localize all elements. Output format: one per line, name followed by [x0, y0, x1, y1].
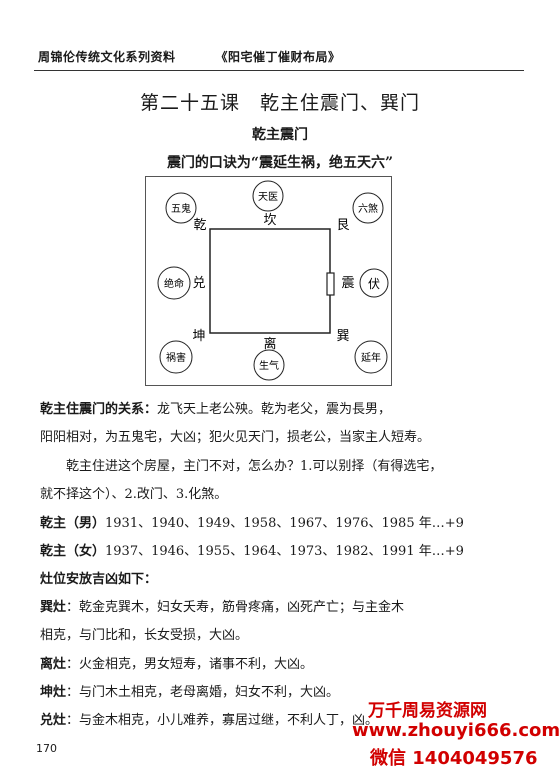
stove-kun-text: ：与门木土相克，老母离婚，妇女不利，大凶。: [66, 685, 340, 700]
watermark-contact: 微信 1404049576: [370, 748, 538, 769]
female-years: 1937、1946、1955、1964、1973、1982、1991 年…+9: [105, 544, 464, 559]
label-liusha: 六煞: [358, 202, 378, 215]
diagram-svg: 天医 五鬼 六煞 绝命 伏 祸害 生气 延年 乾: [157, 180, 389, 381]
remedy-line-2: 就不择这个）、2.改门、3.化煞。: [40, 487, 228, 502]
label-wugui: 五鬼: [171, 202, 191, 215]
dir-xun: 巽: [336, 329, 349, 344]
stove-heading: 灶位安放吉凶如下：: [40, 572, 158, 587]
circle-liusha: 六煞: [352, 192, 384, 224]
running-header: 周锦伦传统文化系列资料 《阳宅催丁催财布局》: [38, 48, 341, 65]
dir-zhen: 震: [341, 276, 354, 291]
female-years-line: 乾主（女）1937、1946、1955、1964、1973、1982、1991 …: [40, 538, 530, 566]
label-tianyi: 天医: [258, 191, 278, 203]
section-title: 乾主震门: [252, 127, 308, 143]
stove-dui-line: 兑灶：与金木相克，小儿难养，寡居过继，不利人丁，凶。: [40, 707, 530, 735]
house-outline: [209, 228, 331, 334]
circle-huohai: 祸害: [159, 340, 193, 374]
stove-xun-line-1: 巽灶：乾金克巽木，妇女夭寿，筋骨疼痛，凶死产亡；与主金木: [40, 594, 530, 622]
circle-wugui: 五鬼: [165, 192, 197, 224]
stove-li-line: 离灶：火金相克，男女短寿，诸事不利，大凶。: [40, 651, 530, 679]
stove-li-label: 离灶: [40, 657, 67, 672]
motto: 震门的口诀为“震延生祸，绝五天六”: [166, 155, 394, 171]
circle-shengqi: 生气: [253, 349, 285, 381]
label-jueming: 绝命: [164, 277, 184, 290]
circle-tianyi: 天医: [252, 180, 284, 212]
label-huohai: 祸害: [166, 351, 186, 364]
stove-xun-label: 巽灶: [40, 600, 67, 615]
male-years: 1931、1940、1949、1958、1967、1976、1985 年…+9: [105, 516, 464, 531]
watermark-url: www.zhouyi666.com: [352, 720, 560, 741]
male-label: 乾主（男）: [40, 516, 106, 531]
label-shengqi: 生气: [259, 359, 279, 372]
circle-jueming: 绝命: [157, 266, 191, 300]
female-label: 乾主（女）: [40, 544, 106, 559]
header-rule: [34, 70, 524, 71]
stove-kun-label: 坤灶: [40, 685, 67, 700]
dir-li: 离: [263, 336, 276, 352]
stove-xun-line-2: 相克，与门比和，长女受损，大凶。: [40, 628, 249, 643]
stove-li-text: ：火金相克，男女短寿，诸事不利，大凶。: [66, 657, 314, 672]
relation-line-1: 乾主住震门的关系：龙飞天上老公殃。乾为老父，震为長男，: [40, 396, 530, 424]
label-fu: 伏: [368, 277, 380, 291]
remedy-line-1: 乾主住进这个房屋，主门不对，怎么办？1.可以别择（有得选宅，: [66, 459, 443, 474]
circle-yannian: 延年: [354, 340, 388, 374]
male-years-line: 乾主（男）1931、1940、1949、1958、1967、1976、1985 …: [40, 510, 530, 538]
relation-label: 乾主住震门的关系：: [40, 402, 158, 417]
zhen-door: [326, 272, 335, 296]
lesson-title: 第二十五课 乾主住震门、巽门: [139, 92, 420, 114]
relation-line-2: 阳阳相对，为五鬼宅，大凶；犯火见天门，损老公，当家主人短寿。: [40, 430, 431, 445]
dir-kan: 坎: [263, 213, 276, 228]
series-title: 周锦伦传统文化系列资料: [38, 50, 176, 64]
stove-xun-text: ：乾金克巽木，妇女夭寿，筋骨疼痛，凶死产亡；与主金木: [66, 600, 405, 615]
book-title: 《阳宅催丁催财布局》: [215, 50, 341, 64]
stove-dui-text: ：与金木相克，小儿难养，寡居过继，不利人丁，凶。: [66, 713, 379, 728]
stove-dui-label: 兑灶: [40, 713, 67, 728]
dir-qian: 乾: [193, 218, 206, 233]
relation-text-1: 龙飞天上老公殃。乾为老父，震为長男，: [157, 402, 392, 417]
circle-fu: 伏: [359, 268, 389, 298]
page-number: 170: [36, 742, 57, 755]
house-diagram: 天医 五鬼 六煞 绝命 伏 祸害 生气 延年 乾: [145, 176, 392, 386]
dir-gen: 艮: [336, 218, 349, 233]
watermark-site-name: 万千周易资源网: [368, 701, 487, 721]
stove-kun-line: 坤灶：与门木土相克，老母离婚，妇女不利，大凶。: [40, 679, 530, 707]
label-yannian: 延年: [361, 351, 381, 364]
dir-dui: 兑: [192, 276, 205, 291]
dir-kun: 坤: [192, 329, 205, 344]
